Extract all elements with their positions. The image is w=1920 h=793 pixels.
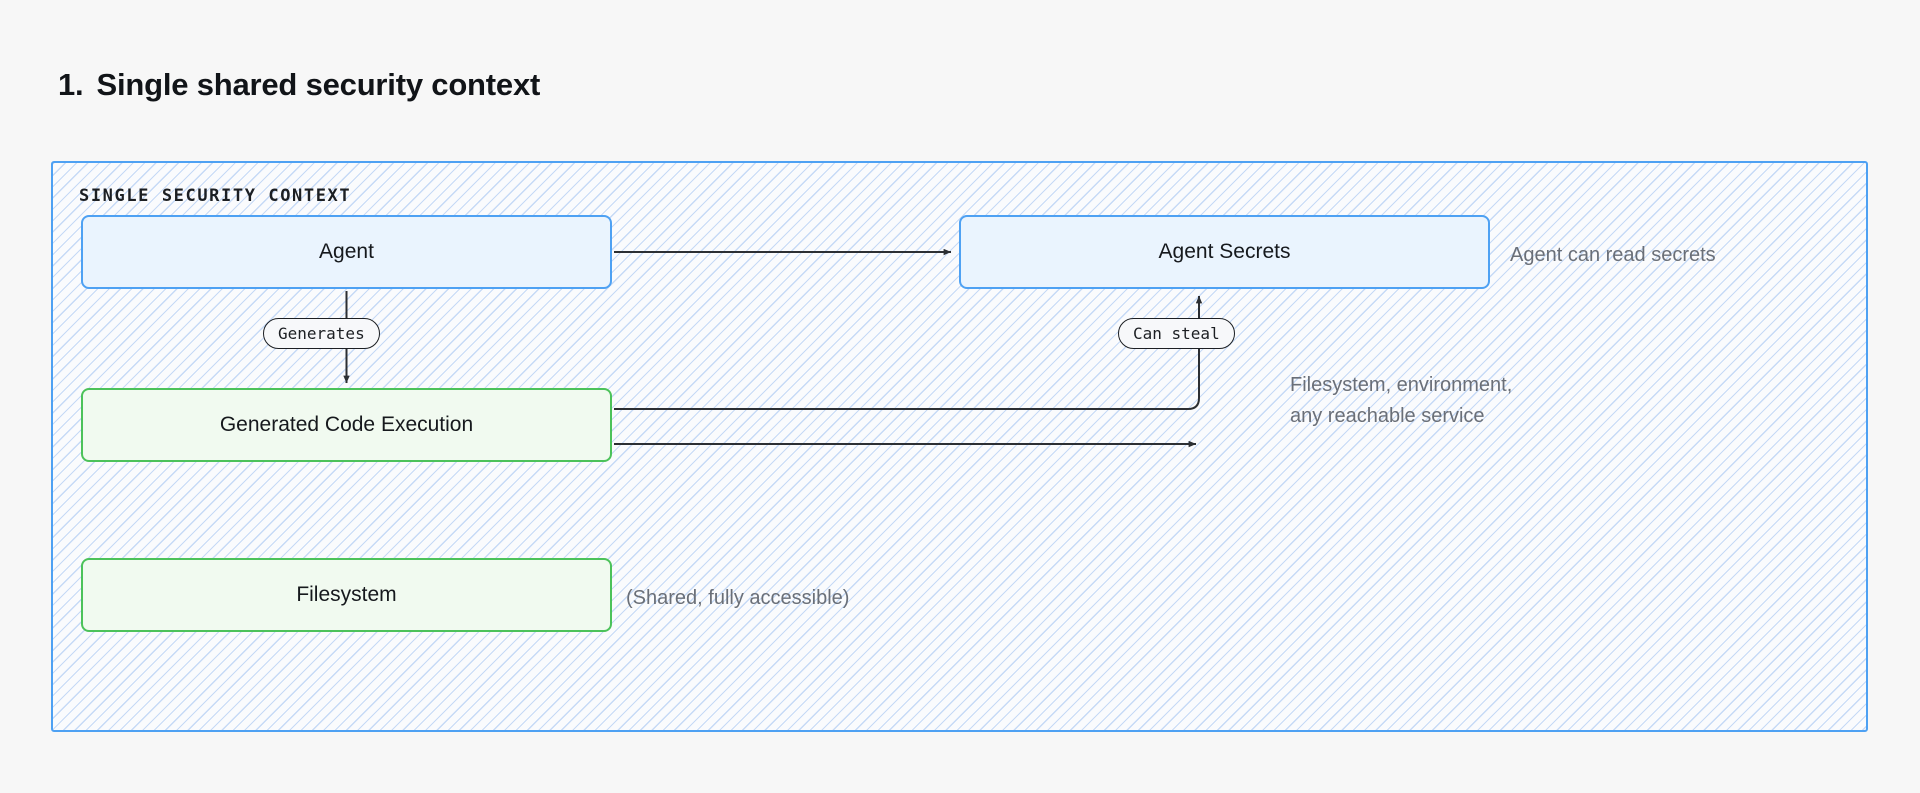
edge-codeexec-to-secrets — [614, 295, 1203, 410]
annotation-reachable-resources: Filesystem, environment, any reachable s… — [1290, 370, 1512, 432]
annotation-reachable-resources-line2: any reachable service — [1290, 405, 1485, 427]
edge-label-can-steal: Can steal — [1118, 318, 1235, 349]
edge-label-generates: Generates — [263, 318, 380, 349]
page-title-text: Single shared security context — [96, 66, 541, 102]
security-context-container: SINGLE SECURITY CONTEXT Agent Agent Secr… — [51, 161, 1868, 732]
node-agent-secrets[interactable]: Agent Secrets — [959, 215, 1490, 289]
node-agent-label: Agent — [319, 240, 374, 263]
edge-label-generates-text: Generates — [278, 324, 365, 343]
annotation-filesystem-shared: (Shared, fully accessible) — [626, 587, 850, 609]
page-title: 1. Single shared security context — [58, 67, 540, 103]
node-agent-secrets-label: Agent Secrets — [1158, 240, 1291, 263]
node-filesystem-label: Filesystem — [296, 583, 397, 606]
node-agent[interactable]: Agent — [81, 215, 612, 289]
page-title-number: 1. — [58, 66, 84, 102]
annotation-agent-can-read-secrets: Agent can read secrets — [1510, 244, 1716, 266]
node-generated-code-execution-label: Generated Code Execution — [219, 413, 474, 436]
node-generated-code-execution[interactable]: Generated Code Execution — [81, 388, 612, 462]
annotation-reachable-resources-line1: Filesystem, environment, — [1290, 374, 1513, 396]
node-filesystem[interactable]: Filesystem — [81, 558, 612, 632]
edge-label-can-steal-text: Can steal — [1133, 324, 1220, 343]
security-context-label: SINGLE SECURITY CONTEXT — [79, 186, 352, 206]
